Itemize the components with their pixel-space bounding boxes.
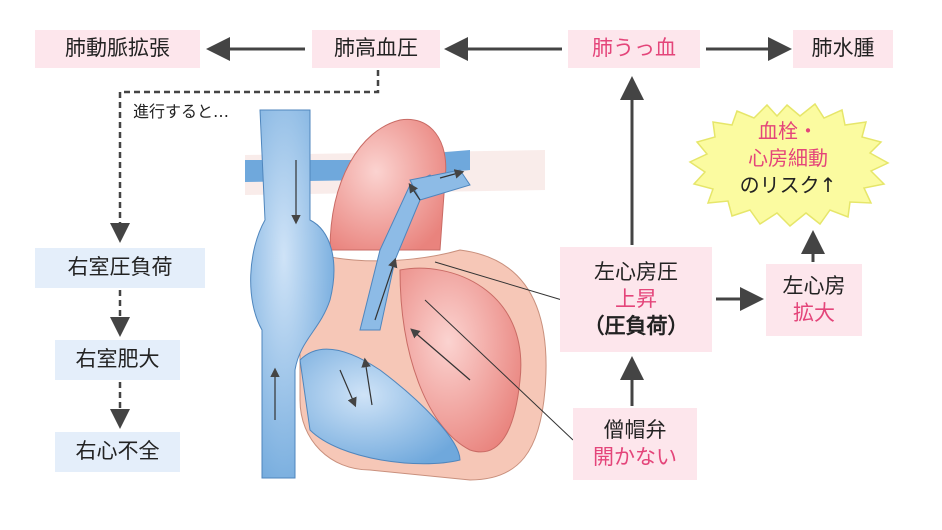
- la-label: 左心房: [782, 273, 846, 298]
- risk-increase: のリスク↑: [739, 173, 837, 197]
- node-pulmonary-edema: 肺水腫: [793, 30, 893, 68]
- risk-af: 心房細動: [748, 146, 828, 170]
- mitral-valve-not-open: 開かない: [593, 445, 677, 469]
- la-pressure-overload: （圧負荷）: [583, 314, 689, 339]
- node-la-enlargement: 左心房 拡大: [766, 264, 862, 336]
- heart-illustration: [245, 109, 547, 481]
- node-la-pressure-rise: 左心房圧 上昇 （圧負荷）: [560, 247, 712, 352]
- node-pulmonary-hypertension: 肺高血圧: [312, 30, 440, 68]
- mitral-valve-label: 僧帽弁: [603, 417, 667, 442]
- progression-note: 進行すると…: [130, 98, 233, 122]
- risk-text: 血栓・ 心房細動 のリスク↑: [700, 118, 876, 199]
- flow-arrows: [206, 37, 825, 406]
- node-mitral-valve: 僧帽弁 開かない: [573, 408, 697, 480]
- node-rv-hypertrophy: 右室肥大: [55, 340, 180, 380]
- node-pulmonary-artery-dilation: 肺動脈拡張: [35, 30, 200, 68]
- node-right-heart-failure: 右心不全: [55, 432, 180, 472]
- risk-starburst: [688, 102, 890, 228]
- la-pressure-rise: 上昇: [615, 286, 657, 311]
- leader-lines: [424, 261, 574, 441]
- progression-dashed-arrows: [110, 70, 380, 429]
- node-rv-pressure-overload: 右室圧負荷: [35, 248, 205, 288]
- la-pressure-label: 左心房圧: [594, 259, 678, 284]
- la-enlargement: 拡大: [793, 301, 835, 325]
- node-pulmonary-congestion: 肺うっ血: [568, 30, 700, 68]
- risk-thrombus: 血栓・: [758, 119, 818, 143]
